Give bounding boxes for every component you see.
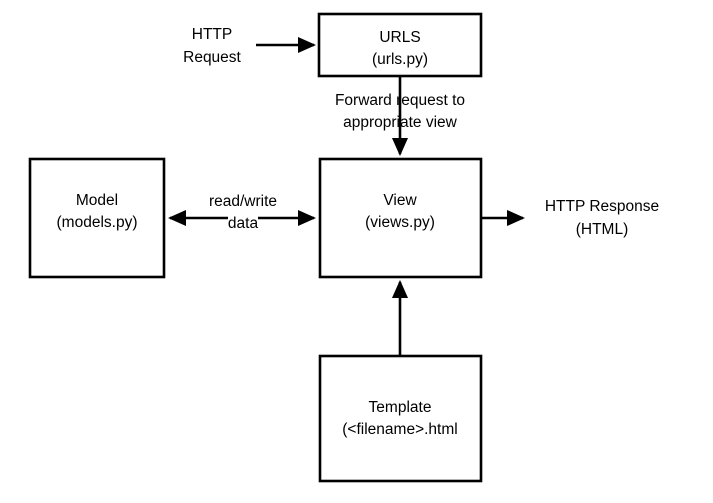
http-response-label: HTTP Response (HTML)	[545, 198, 659, 238]
view-node[interactable]: View (views.py)	[318, 157, 483, 279]
http-request-line1: HTTP	[192, 26, 232, 43]
read-write-line2: data	[228, 215, 259, 232]
template-label-line2: (<filename>.html	[342, 421, 457, 438]
view-box[interactable]	[318, 157, 483, 279]
urls-box[interactable]	[317, 12, 483, 78]
view-label-line1: View	[383, 192, 417, 209]
forward-request-label: Forward request to appropriate view	[335, 92, 465, 131]
forward-request-line2: appropriate view	[343, 114, 458, 131]
model-node[interactable]: Model (models.py)	[28, 157, 166, 279]
http-response-line2: (HTML)	[576, 221, 629, 238]
read-write-label: read/write data	[209, 193, 277, 232]
http-response-line1: HTTP Response	[545, 198, 659, 215]
forward-request-line1: Forward request to	[335, 92, 465, 109]
model-label-line2: (models.py)	[57, 214, 138, 231]
view-label-line2: (views.py)	[365, 214, 435, 231]
urls-label-line2: (urls.py)	[372, 51, 428, 68]
http-request-line2: Request	[183, 49, 241, 66]
read-write-line1: read/write	[209, 193, 277, 210]
urls-label-line1: URLS	[379, 29, 420, 46]
template-node[interactable]: Template (<filename>.html	[318, 354, 483, 483]
http-request-label: HTTP Request	[183, 26, 241, 66]
model-box[interactable]	[28, 157, 166, 279]
template-box[interactable]	[318, 354, 483, 483]
model-label-line1: Model	[76, 192, 118, 209]
template-label-line1: Template	[369, 399, 432, 416]
urls-node[interactable]: URLS (urls.py)	[317, 12, 483, 78]
